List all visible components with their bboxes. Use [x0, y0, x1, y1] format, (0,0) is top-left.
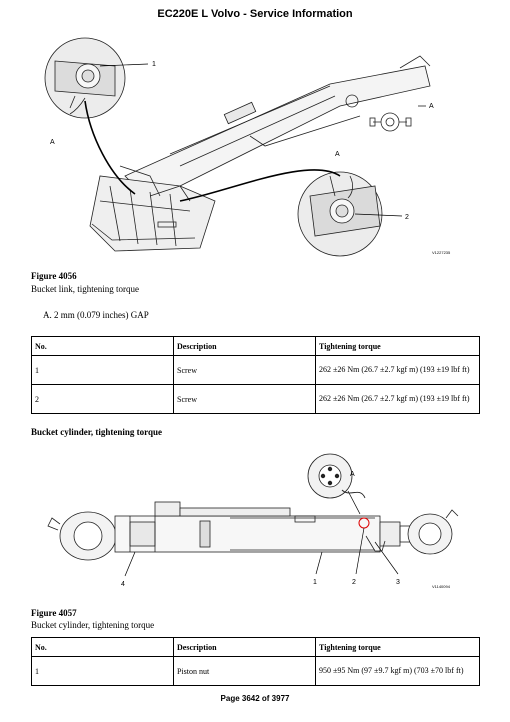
figure1-callout-a-pin: A	[429, 103, 434, 110]
row-torque: 262 ±26 Nm (26.7 ±2.7 kgf m) (193 ±19 lb…	[315, 355, 480, 385]
figure2-image-code: V1140094	[432, 584, 451, 589]
table-row: 1 Piston nut 950 ±95 Nm (97 ±9.7 kgf m) …	[31, 656, 480, 686]
bucket-link-torque-table: No. Description Tightening torque 1 Scre…	[31, 336, 480, 414]
gap-note: A. 2 mm (0.079 inches) GAP	[43, 310, 149, 320]
bucket-cylinder-torque-table: No. Description Tightening torque 1 Pist…	[31, 637, 480, 686]
section-title: Bucket cylinder, tightening torque	[31, 427, 163, 437]
row-number: 1	[31, 355, 174, 385]
column-header-no: No.	[31, 336, 174, 356]
table-row: 2 Screw 262 ±26 Nm (26.7 ±2.7 kgf m) (19…	[31, 384, 480, 414]
table-row: 1 Screw 262 ±26 Nm (26.7 ±2.7 kgf m) (19…	[31, 355, 480, 385]
column-header-description: Description	[173, 336, 316, 356]
figure1-caption: Bucket link, tightening torque	[31, 284, 139, 294]
figure2-callout-1: 1	[313, 579, 317, 586]
table-header-row: No. Description Tightening torque	[31, 637, 480, 657]
column-header-torque: Tightening torque	[315, 637, 480, 657]
row-description: Screw	[173, 355, 316, 385]
row-number: 2	[31, 384, 174, 414]
table-header-row: No. Description Tightening torque	[31, 336, 480, 356]
bucket-cylinder-illustration: A 1 2 3 4 V1140094	[47, 453, 459, 589]
row-torque: 262 ±26 Nm (26.7 ±2.7 kgf m) (193 ±19 lb…	[315, 384, 480, 414]
figure2-callout-4: 4	[121, 581, 125, 588]
figure1-image-code: V1227235	[432, 250, 451, 255]
figure1-callout-a-detail1: A	[50, 139, 55, 146]
figure1-callout-1: 1	[152, 61, 156, 68]
row-description: Piston nut	[173, 656, 316, 686]
bucket-link-illustration: 1 2 A A A V1227235	[44, 37, 451, 257]
row-description: Screw	[173, 384, 316, 414]
figure2-callout-2: 2	[352, 579, 356, 586]
figure1-callout-2: 2	[405, 214, 409, 221]
row-torque: 950 ±95 Nm (97 ±9.7 kgf m) (703 ±70 lbf …	[315, 656, 480, 686]
figure2-title: Figure 4057	[31, 608, 77, 618]
figure1-callout-a-detail2: A	[335, 151, 340, 158]
column-header-torque: Tightening torque	[315, 336, 480, 356]
figure2-callout-a: A	[350, 471, 355, 478]
row-number: 1	[31, 656, 174, 686]
page-number: Page 3642 of 3977	[220, 694, 290, 703]
figure1-title: Figure 4056	[31, 271, 77, 281]
document-title: EC220E L Volvo - Service Information	[157, 8, 353, 20]
figure2-caption: Bucket cylinder, tightening torque	[31, 620, 155, 630]
figure2-callout-3: 3	[396, 579, 400, 586]
column-header-description: Description	[173, 637, 316, 657]
column-header-no: No.	[31, 637, 174, 657]
